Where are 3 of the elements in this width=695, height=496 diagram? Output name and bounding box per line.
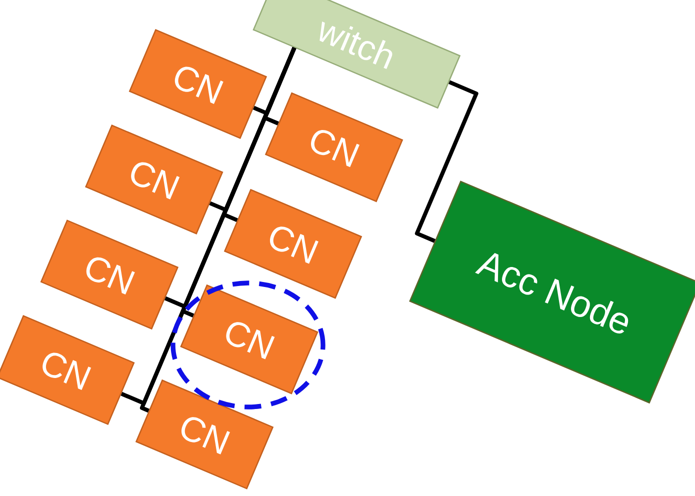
compute-node-box: CN bbox=[85, 124, 224, 234]
connector-line bbox=[414, 80, 478, 243]
compute-node-box: CN bbox=[180, 284, 318, 394]
